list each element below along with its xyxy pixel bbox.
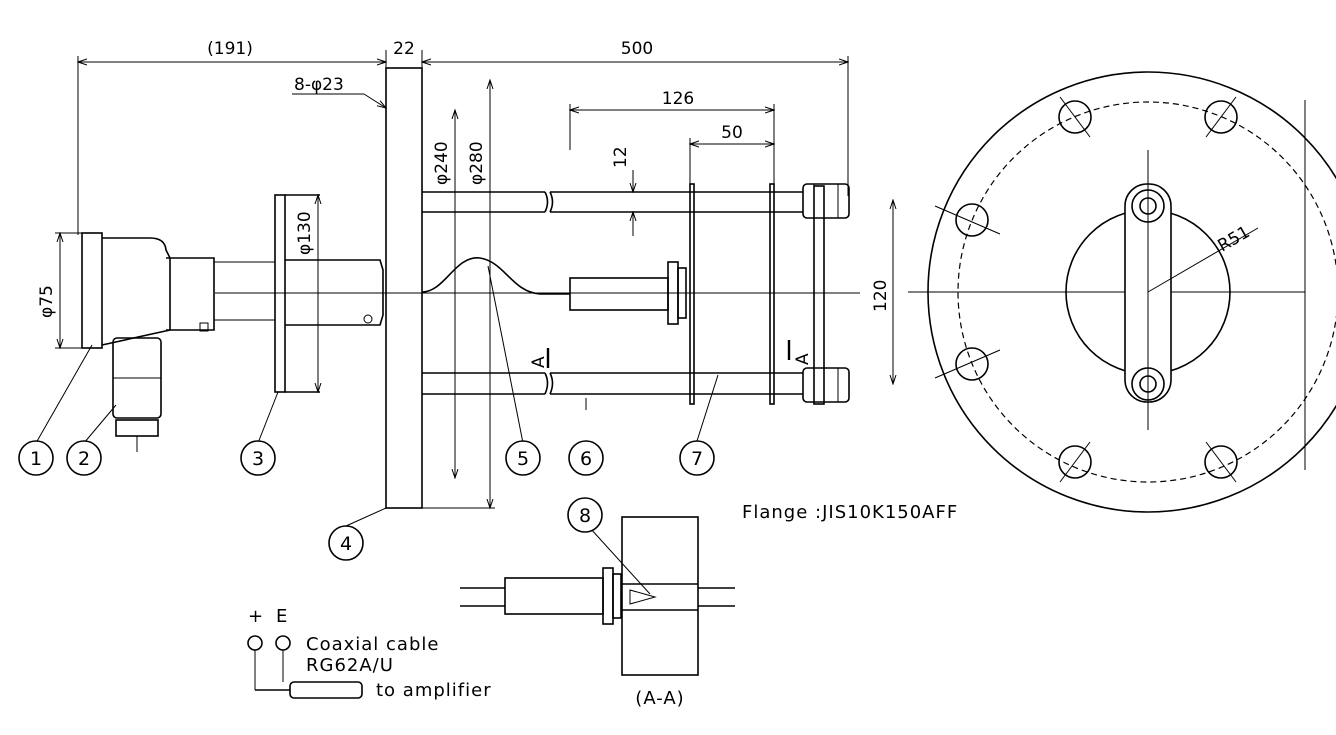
svg-text:7: 7	[691, 448, 703, 470]
balloon-1: 1	[18, 440, 54, 476]
svg-text:3: 3	[252, 448, 264, 470]
dimensions: (191) 22 500 8-φ23 φ240 φ280 126 50 12	[37, 39, 893, 508]
plus-terminal	[247, 635, 263, 651]
dim-75: φ75	[37, 285, 57, 318]
neck-tube	[166, 257, 215, 331]
dim-12: 12	[611, 146, 631, 168]
section-aa: (A-A)	[460, 516, 735, 709]
main-flange	[385, 67, 423, 509]
bolt-circle	[957, 101, 1336, 483]
svg-text:6: 6	[580, 448, 592, 470]
balloon-3: 3	[240, 440, 276, 476]
upper-rod-right	[550, 191, 803, 213]
end-bracket	[813, 185, 825, 405]
balloons: 1 2 3 4 5 6 7 8	[18, 265, 719, 561]
coax-cable	[289, 681, 363, 699]
dim-500: 500	[621, 39, 653, 59]
balloon-5: 5	[505, 440, 541, 476]
small-flange-face	[274, 194, 286, 393]
lower-nut	[802, 367, 850, 403]
dim-od280: φ280	[467, 141, 487, 185]
earth-terminal	[275, 635, 291, 651]
upper-rod-left	[422, 191, 545, 213]
svg-text:1: 1	[30, 448, 42, 470]
earth-terminal-label: E	[276, 606, 288, 627]
lead-wire	[421, 257, 570, 295]
balloon-2: 2	[66, 440, 102, 476]
dim-22: 22	[393, 39, 415, 59]
electrode-plate-right	[769, 183, 775, 405]
flange-spec: Flange :JIS10K150AFF	[742, 502, 958, 523]
svg-text:8: 8	[579, 505, 591, 527]
dim-r51: R51	[1215, 222, 1254, 256]
amplifier-label: to amplifier	[376, 680, 492, 701]
svg-text:4: 4	[340, 533, 352, 555]
electrode-plate-left	[689, 183, 695, 405]
section-mark-right: A	[793, 353, 813, 365]
balloon-8: 8	[567, 497, 603, 533]
side-view	[81, 67, 860, 509]
bolt-holes	[934, 96, 1238, 483]
terminal-head-body	[101, 237, 171, 346]
upper-nut	[802, 183, 850, 219]
section-holder	[504, 577, 604, 615]
cable-label-1: Coaxial cable	[306, 634, 439, 655]
electrode-holder	[569, 277, 669, 311]
gland-nut	[115, 419, 159, 437]
section-mark-left: A	[529, 356, 549, 368]
terminal-head-cap	[81, 232, 103, 349]
dim-130: φ130	[295, 211, 315, 255]
section-label: (A-A)	[635, 688, 684, 709]
flange-front-view: R51	[908, 71, 1336, 513]
plus-terminal-label: +	[248, 606, 264, 627]
dim-pcd240: φ240	[432, 141, 452, 185]
wiring-detail: + E Coaxial cable RG62A/U to amplifier	[247, 606, 492, 701]
dim-holes: 8-φ23	[294, 75, 344, 95]
balloon-7: 7	[679, 440, 715, 476]
dim-120: 120	[871, 280, 891, 312]
lower-rod-left	[422, 372, 545, 395]
pipe-body	[285, 259, 384, 326]
svg-text:2: 2	[78, 448, 90, 470]
dim-50: 50	[721, 123, 743, 143]
section-box	[621, 516, 699, 676]
balloon-4: 4	[328, 525, 364, 561]
dim-191: (191)	[207, 39, 253, 59]
svg-text:5: 5	[517, 448, 529, 470]
cable-label-2: RG62A/U	[306, 655, 394, 676]
balloon-6: 6	[568, 440, 604, 476]
lower-rod-right	[550, 372, 803, 395]
dim-126: 126	[662, 89, 694, 109]
